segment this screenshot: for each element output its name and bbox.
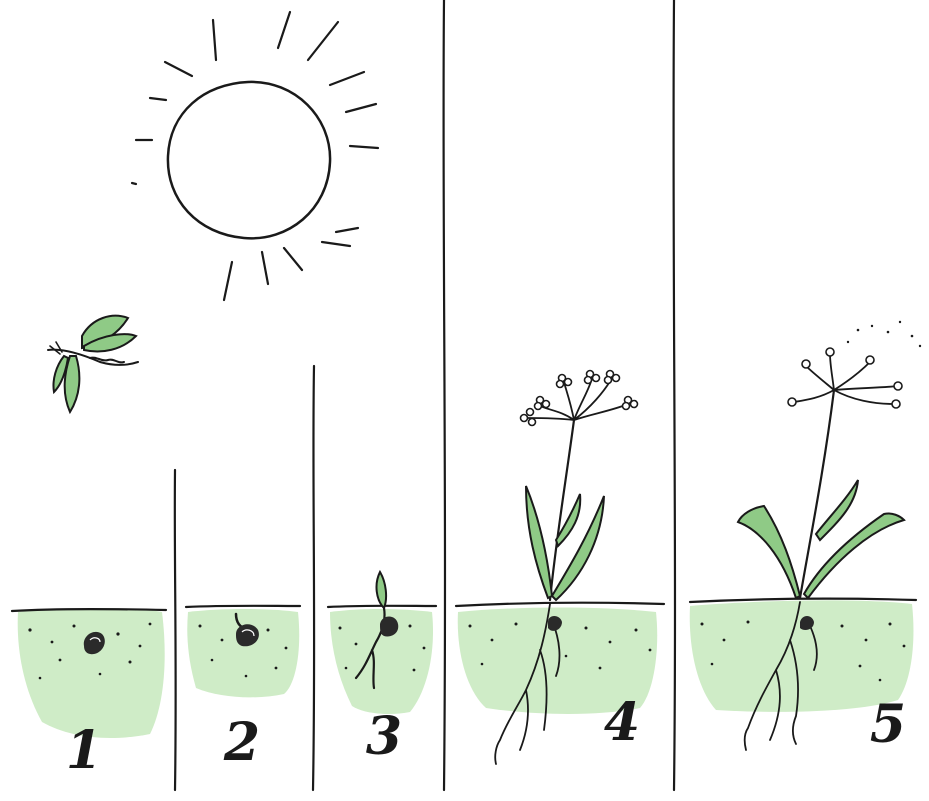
- winged-seed-icon: [48, 316, 138, 412]
- stage-number-5: 5: [870, 694, 906, 755]
- stage-number-1: 1: [66, 720, 102, 781]
- sun-icon: [132, 12, 378, 300]
- stage-number-2: 2: [223, 712, 260, 773]
- stage-number-4: 4: [604, 692, 640, 753]
- soil-washes: [18, 600, 914, 738]
- stage-number-3: 3: [366, 706, 402, 767]
